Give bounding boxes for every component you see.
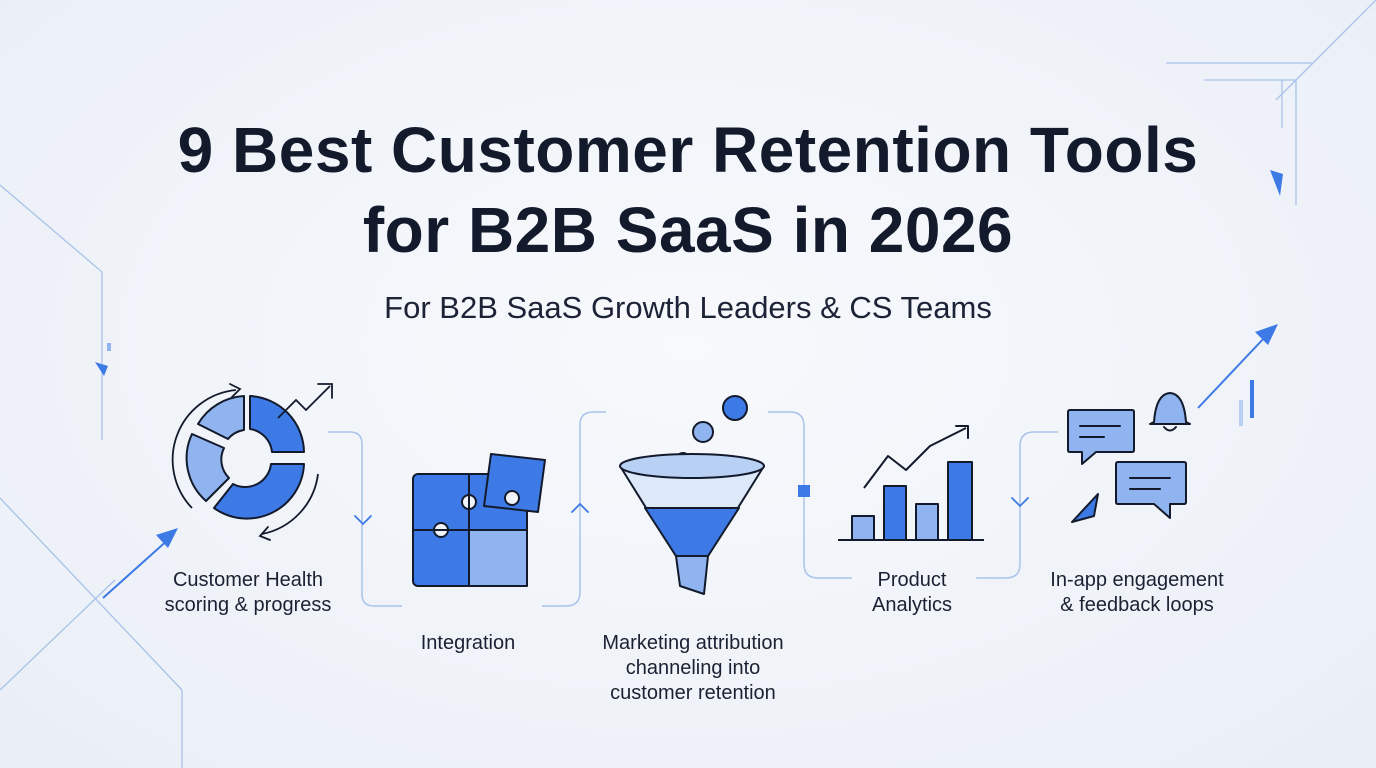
connector-markers [354, 497, 1029, 526]
step-label-line: Marketing attribution [602, 632, 784, 654]
step-label-line: Customer Health [172, 569, 324, 591]
step-label-line: In-app engagement [1050, 569, 1224, 591]
step-label-line: channeling into [625, 657, 761, 679]
page-title-line-2: for B2B SaaS in 2026 [362, 194, 1014, 266]
bar-chart-icon [838, 425, 984, 541]
step-label-integration: Integration [368, 631, 568, 656]
donut-chart-icon [171, 383, 333, 541]
trend-up-arrow-icon [1197, 324, 1278, 426]
step-label-line: Product [877, 569, 947, 591]
puzzle-icon [412, 453, 546, 587]
step-label-in-app-engagement: In-app engagement & feedback loops [1022, 568, 1252, 618]
bell-icon [1149, 392, 1191, 432]
step-label-line: & feedback loops [1060, 594, 1214, 616]
step-label-marketing-attribution: Marketing attribution channeling into cu… [572, 631, 814, 706]
page-title-line-1: 9 Best Customer Retention Tools [177, 114, 1199, 186]
step-label-line: Analytics [871, 594, 953, 616]
chat-bubbles-icon [1067, 409, 1187, 523]
page-subtitle: For B2B SaaS Growth Leaders & CS Teams [384, 290, 992, 325]
step-label-line: customer retention [610, 682, 776, 704]
step-label-line: scoring & progress [164, 594, 332, 616]
step-label-line: Integration [420, 632, 516, 654]
step-label-customer-health: Customer Health scoring & progress [138, 568, 358, 618]
connector-node [798, 485, 810, 497]
growth-arrow-icon [102, 528, 178, 599]
step-label-product-analytics: Product Analytics [812, 568, 1012, 618]
funnel-icon [619, 395, 765, 595]
